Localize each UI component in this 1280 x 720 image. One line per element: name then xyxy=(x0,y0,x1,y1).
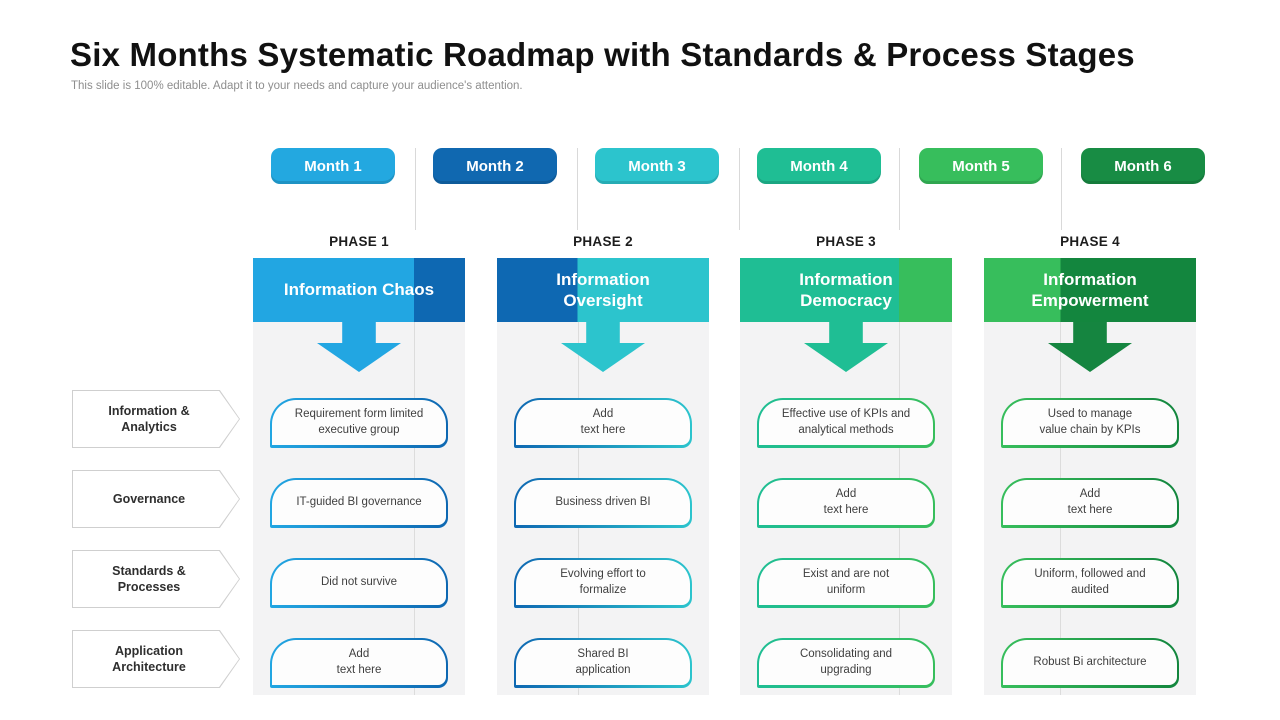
cell-text: Add text here xyxy=(516,400,690,445)
cell-phase1-standards-processes[interactable]: Did not survive xyxy=(270,558,448,608)
cell-text: Add text here xyxy=(1003,480,1177,525)
cell-text: Robust Bi architecture xyxy=(1003,640,1177,685)
cell-phase3-application-architecture[interactable]: Consolidating and upgrading xyxy=(757,638,935,688)
row-label-text: Standards & Processes xyxy=(73,551,239,607)
cell-text: Shared BI application xyxy=(516,640,690,685)
row-label-text: Application Architecture xyxy=(73,631,239,687)
cell-text: Uniform, followed and audited xyxy=(1003,560,1177,605)
phase-3-banner: Information Democracy xyxy=(740,258,952,322)
cell-phase2-application-architecture[interactable]: Shared BI application xyxy=(514,638,692,688)
phase-2-banner: Information Oversight xyxy=(497,258,709,322)
row-label-text: Information & Analytics xyxy=(73,391,239,447)
cell-text: Requirement form limited executive group xyxy=(272,400,446,445)
row-label-information-analytics: Information & Analytics xyxy=(72,390,240,448)
row-label-application-architecture: Application Architecture xyxy=(72,630,240,688)
cell-text: Add text here xyxy=(759,480,933,525)
month-6-button[interactable]: Month 6 xyxy=(1081,148,1205,184)
month-divider xyxy=(899,148,900,230)
month-divider xyxy=(577,148,578,230)
row-label-text: Governance xyxy=(73,471,239,527)
down-arrow-icon xyxy=(561,322,645,372)
cell-phase2-standards-processes[interactable]: Evolving effort to formalize xyxy=(514,558,692,608)
cell-phase3-information-analytics[interactable]: Effective use of KPIs and analytical met… xyxy=(757,398,935,448)
page-title: Six Months Systematic Roadmap with Stand… xyxy=(70,36,1135,73)
row-label-standards-processes: Standards & Processes xyxy=(72,550,240,608)
phase-4-banner: Information Empowerment xyxy=(984,258,1196,322)
cell-text: IT-guided BI governance xyxy=(272,480,446,525)
cell-text: Evolving effort to formalize xyxy=(516,560,690,605)
cell-phase4-standards-processes[interactable]: Uniform, followed and audited xyxy=(1001,558,1179,608)
cell-text: Add text here xyxy=(272,640,446,685)
cell-phase4-application-architecture[interactable]: Robust Bi architecture xyxy=(1001,638,1179,688)
cell-phase4-information-analytics[interactable]: Used to manage value chain by KPIs xyxy=(1001,398,1179,448)
cell-text: Consolidating and upgrading xyxy=(759,640,933,685)
phase-1-banner: Information Chaos xyxy=(253,258,465,322)
month-5-button[interactable]: Month 5 xyxy=(919,148,1043,184)
cell-text: Effective use of KPIs and analytical met… xyxy=(759,400,933,445)
month-2-button[interactable]: Month 2 xyxy=(433,148,557,184)
cell-phase2-information-analytics[interactable]: Add text here xyxy=(514,398,692,448)
phase-2-label: PHASE 2 xyxy=(573,234,633,249)
cell-text: Used to manage value chain by KPIs xyxy=(1003,400,1177,445)
month-3-button[interactable]: Month 3 xyxy=(595,148,719,184)
month-divider xyxy=(1061,148,1062,230)
phase-3-label: PHASE 3 xyxy=(816,234,876,249)
phase-2-column: PHASE 2 Information Oversight Add text h… xyxy=(497,234,709,695)
phase-1-label: PHASE 1 xyxy=(329,234,389,249)
cell-phase4-governance[interactable]: Add text here xyxy=(1001,478,1179,528)
cell-phase2-governance[interactable]: Business driven BI xyxy=(514,478,692,528)
cell-phase1-governance[interactable]: IT-guided BI governance xyxy=(270,478,448,528)
cell-text: Did not survive xyxy=(272,560,446,605)
cell-phase3-standards-processes[interactable]: Exist and are not uniform xyxy=(757,558,935,608)
cell-phase1-application-architecture[interactable]: Add text here xyxy=(270,638,448,688)
cell-text: Exist and are not uniform xyxy=(759,560,933,605)
month-4-button[interactable]: Month 4 xyxy=(757,148,881,184)
month-divider xyxy=(739,148,740,230)
month-1-button[interactable]: Month 1 xyxy=(271,148,395,184)
phase-4-column: PHASE 4 Information Empowerment Used to … xyxy=(984,234,1196,695)
cell-text: Business driven BI xyxy=(516,480,690,525)
row-label-governance: Governance xyxy=(72,470,240,528)
cell-phase1-information-analytics[interactable]: Requirement form limited executive group xyxy=(270,398,448,448)
month-divider xyxy=(415,148,416,230)
down-arrow-icon xyxy=(317,322,401,372)
phase-3-column: PHASE 3 Information Democracy Effective … xyxy=(740,234,952,695)
phase-4-label: PHASE 4 xyxy=(1060,234,1120,249)
phase-1-column: PHASE 1 Information Chaos Requirement fo… xyxy=(253,234,465,695)
down-arrow-icon xyxy=(804,322,888,372)
page-subtitle: This slide is 100% editable. Adapt it to… xyxy=(71,80,523,92)
cell-phase3-governance[interactable]: Add text here xyxy=(757,478,935,528)
